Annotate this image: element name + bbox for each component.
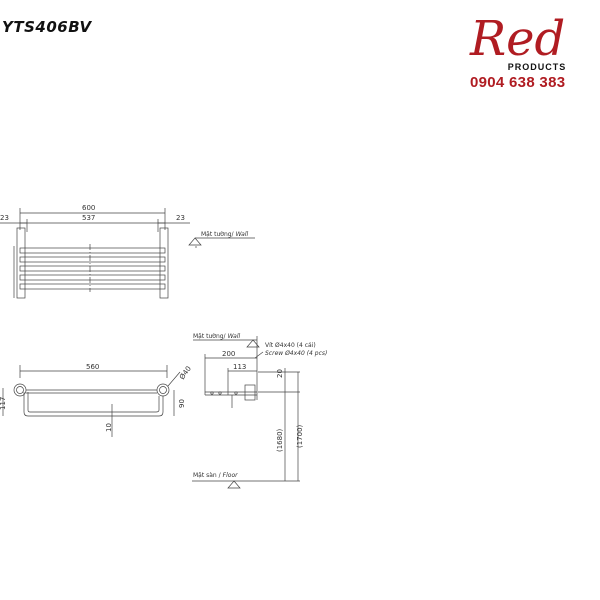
side-view (192, 336, 300, 489)
top-view-labels: 560 Ø40 117 90 10 (0, 363, 193, 432)
dim-560: 560 (86, 363, 99, 371)
floor-label: Mặt sàn /Floor (193, 472, 238, 479)
front-view-labels: 600 537 23 23 Mặt tường/Wall (0, 204, 249, 238)
dim-113: 113 (233, 363, 246, 371)
rail-5 (19, 283, 166, 290)
dim-1680: (1680) (276, 428, 284, 452)
dim-537: 537 (82, 214, 95, 222)
model-number: YTS406BV (2, 18, 92, 36)
screw-leader (254, 351, 264, 359)
rail-2 (19, 256, 166, 263)
dim-117: 117 (0, 397, 7, 410)
right-flange (156, 383, 170, 397)
side-bracket (244, 384, 256, 401)
brand-logo: Red (469, 11, 565, 67)
dim-90: 90 (178, 399, 186, 408)
rack-outer (23, 392, 164, 417)
left-bracket (16, 227, 26, 299)
screw-label-vi: Vít Ø4x40 (4 cái) (265, 342, 316, 349)
brand-phone: 0904 638 383 (470, 74, 566, 91)
rail-3 (19, 265, 166, 272)
top-view (2, 365, 181, 437)
wall-label-front: Mặt tường/Wall (201, 231, 249, 238)
dim-diameter: Ø40 (178, 365, 193, 381)
dim-23-left: 23 (0, 214, 9, 222)
brand-subtitle: PRODUCTS (507, 62, 567, 72)
wall-label-side: Mặt tường/Wall (193, 333, 241, 340)
dim-200: 200 (222, 350, 235, 358)
dim-1700: (1700) (296, 424, 304, 448)
dim-600: 600 (82, 204, 95, 212)
rail-1 (19, 247, 166, 254)
right-bracket (159, 227, 169, 299)
diameter-leader (167, 371, 181, 387)
dim-10: 10 (105, 423, 113, 432)
brand-logo-text: Red (469, 11, 565, 67)
rack-inner (27, 392, 160, 413)
front-view (0, 208, 255, 299)
rail-4 (19, 274, 166, 281)
dim-20: 20 (276, 369, 284, 378)
side-view-labels: Mặt tường/Wall Vít Ø4x40 (4 cái) Screw Ø… (193, 333, 327, 479)
dim-23-right: 23 (176, 214, 185, 222)
screw-label-en: Screw Ø4x40 (4 pcs) (265, 350, 327, 357)
